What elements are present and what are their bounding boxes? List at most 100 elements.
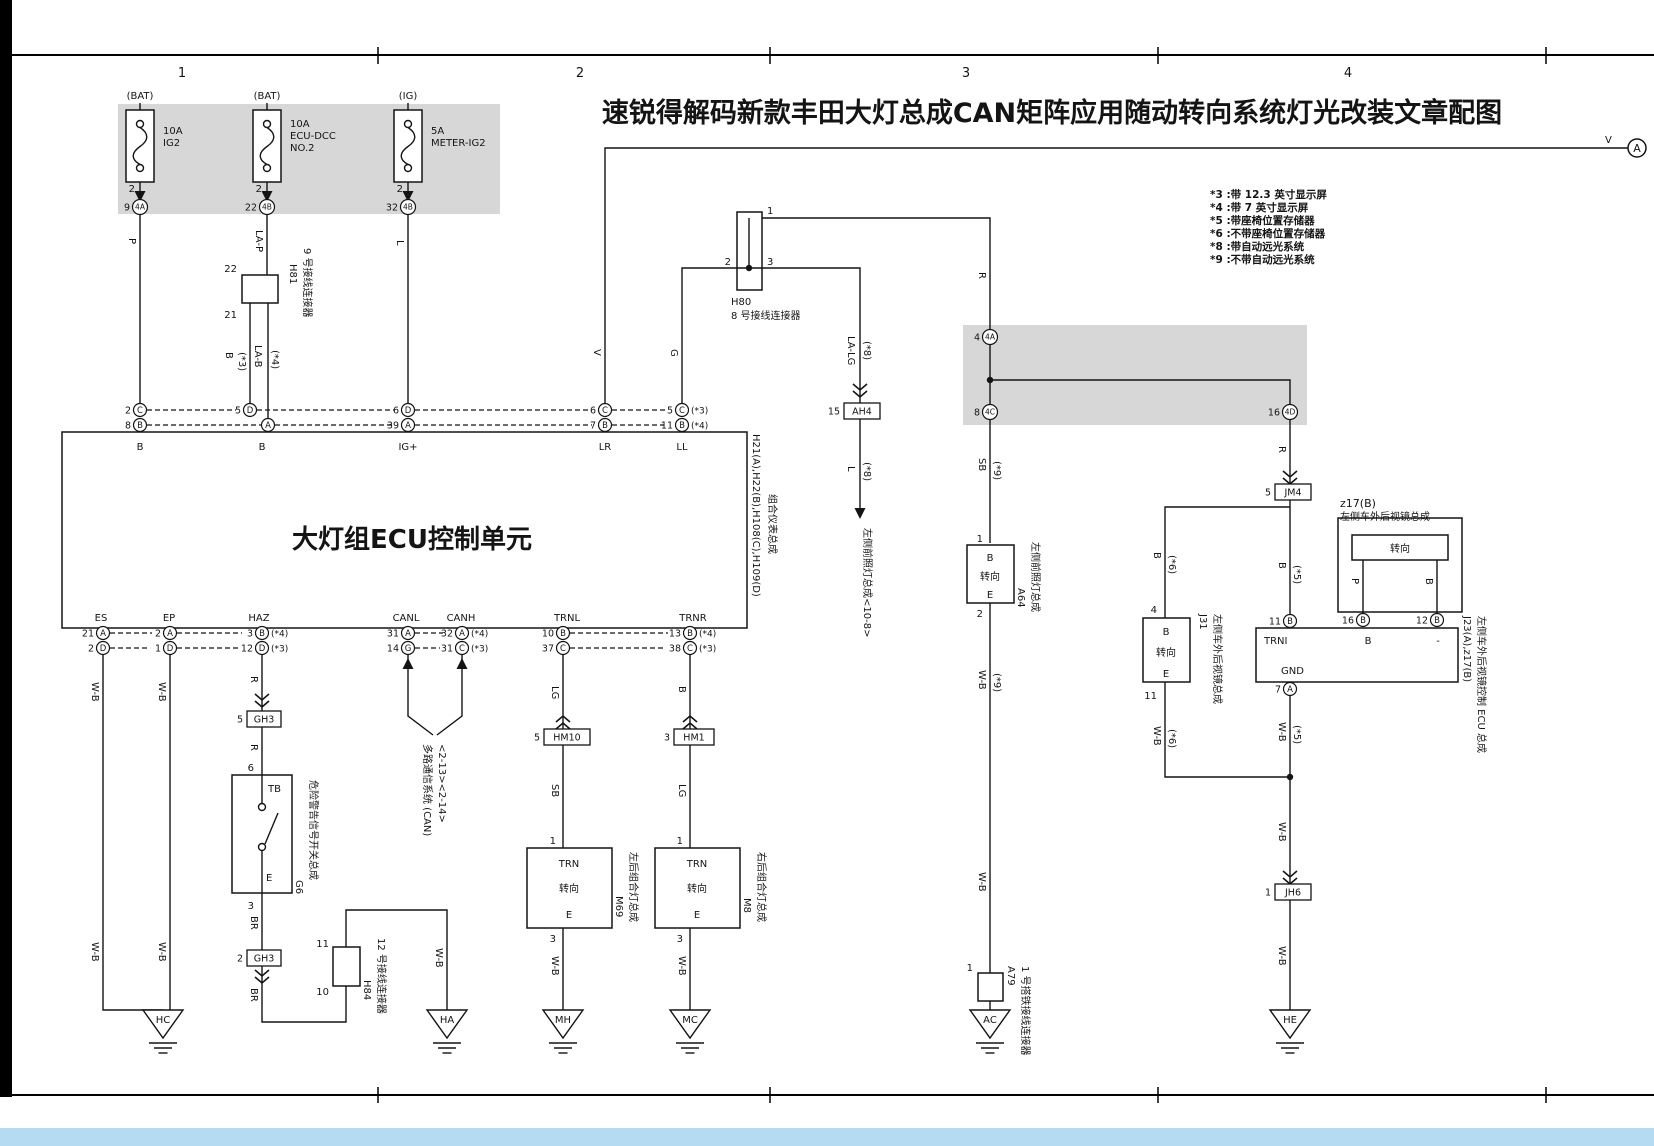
a64-pin-2: 2	[977, 609, 983, 620]
generated-labels: (BAT)(BAT)(IG)10AIG210AECU-DCCNO.25AMETE…	[82, 91, 1488, 1056]
svg-text:A: A	[405, 629, 411, 639]
m8-e: E	[694, 910, 700, 921]
ground-HC: HC	[141, 1009, 185, 1054]
corner-ref-letter: A	[1633, 142, 1641, 155]
pin-12-B: B12	[1416, 612, 1445, 628]
svg-text:C: C	[687, 644, 693, 654]
cluster-codes: H21(A),H22(B),H108(C),H109(D)	[750, 434, 761, 597]
tb-pin-3: 3	[248, 901, 254, 912]
wire-la-p: LA-P	[253, 230, 264, 252]
pin-31-C: C31(*3)	[441, 640, 488, 656]
note-line-5: *8 :带自动远光系统	[1210, 240, 1305, 253]
wire-wb-ep2: W-B	[156, 942, 167, 962]
z17-name: 左侧车外后视镜总成	[1340, 510, 1430, 523]
chevron-down-ah4	[852, 383, 868, 399]
svg-text:14: 14	[387, 644, 399, 655]
svg-text:32: 32	[441, 629, 453, 640]
pin-38-C: C38(*3)	[669, 640, 716, 656]
svg-text:2: 2	[155, 629, 161, 640]
z17-wire-b: B	[1423, 578, 1434, 585]
wire-l1: L	[394, 240, 405, 246]
wire-wb-ha: W-B	[433, 948, 444, 968]
m8-trn: TRN	[686, 859, 708, 870]
h80-pin-3: 3	[767, 257, 773, 268]
j23-trni: TRNI	[1263, 636, 1288, 647]
j31-name: 左侧车外后视镜总成	[1211, 614, 1224, 704]
h80-pin-2: 2	[725, 257, 731, 268]
svg-text:MC: MC	[682, 1015, 698, 1026]
arrow-down-fuse1	[134, 191, 146, 202]
pin-10-B: B10	[542, 625, 571, 641]
m8-pin-3: 3	[677, 934, 683, 945]
ruler-col-4: 4	[1344, 66, 1352, 81]
svg-text:A: A	[167, 629, 173, 639]
chevron-up-hm1	[682, 714, 698, 730]
svg-text:B: B	[1287, 617, 1293, 627]
wire-wb-a64: W-B	[976, 670, 987, 690]
wire-b3: B	[223, 352, 234, 359]
m69-name: 左后组合灯总成	[627, 852, 640, 922]
m69-code: M69	[613, 896, 624, 917]
arrow-up-canl	[402, 658, 414, 669]
wire-wb6: W-B	[1151, 726, 1162, 746]
a64-b: B	[987, 553, 994, 564]
j31-box	[1142, 617, 1191, 683]
svg-text:C: C	[459, 644, 465, 654]
connector-dashes	[110, 409, 668, 649]
svg-text:22: 22	[245, 203, 257, 214]
svg-text:4: 4	[974, 333, 980, 344]
pin-6-C: C6	[590, 402, 613, 418]
svg-text:10: 10	[542, 629, 554, 640]
svg-text:5: 5	[1265, 488, 1271, 499]
wire-b5: B	[1276, 562, 1287, 569]
h81-box	[241, 274, 279, 304]
m69-trn: TRN	[558, 859, 580, 870]
svg-text:4D: 4D	[1285, 408, 1296, 417]
fuse2-source: (BAT)	[254, 91, 281, 102]
svg-text:AC: AC	[983, 1015, 997, 1026]
wire-wb-es1: W-B	[89, 682, 100, 702]
fuse3-source: (IG)	[399, 91, 418, 102]
ecu-bot-ep: EP	[163, 613, 175, 624]
svg-text:(*3): (*3)	[271, 645, 288, 655]
svg-text:GH3: GH3	[254, 954, 275, 965]
svg-text:A: A	[1287, 685, 1293, 695]
ecu-top-lr: LR	[599, 442, 612, 453]
a64-pin-1: 1	[977, 534, 983, 545]
svg-text:D: D	[247, 406, 254, 416]
svg-text:D: D	[405, 406, 412, 416]
pin-37-C: C37	[542, 640, 571, 656]
svg-text:4A: 4A	[985, 333, 996, 342]
pin-8-B: B8	[125, 417, 148, 433]
svg-text:31: 31	[387, 629, 399, 640]
svg-text:HE: HE	[1283, 1015, 1297, 1026]
svg-text:7: 7	[590, 421, 596, 432]
pin-A: A	[260, 417, 276, 433]
wire-wb6-note: (*6)	[1166, 729, 1177, 748]
pin-5-C: C5(*3)	[667, 402, 708, 418]
svg-text:D: D	[100, 644, 107, 654]
ecu-title: 大灯组ECU控制单元	[292, 524, 532, 555]
ruler-col-2: 2	[576, 66, 584, 81]
note-line-6: *9 :不带自动远光系统	[1210, 253, 1315, 266]
m69-pin-1: 1	[550, 836, 556, 847]
pin-16-B: B16	[1342, 612, 1371, 628]
pin-7-B: B7	[590, 417, 613, 433]
page-title: 速锐得解码新款丰田大灯总成CAN矩阵应用随动转向系统灯光改装文章配图	[602, 97, 1502, 129]
z17-code: z17(B)	[1340, 497, 1376, 510]
svg-text:(*4): (*4)	[691, 422, 708, 432]
m8-turn: 转向	[687, 882, 707, 895]
left-black-bar	[0, 0, 12, 1097]
wire-sb: SB	[976, 458, 987, 471]
connector-panel	[963, 325, 1307, 425]
wire-wb-mc: W-B	[676, 956, 687, 976]
fuse2-name2: NO.2	[290, 143, 315, 154]
a64-code: A64	[1015, 588, 1026, 608]
svg-text:(*4): (*4)	[271, 630, 288, 640]
svg-text:C: C	[679, 406, 685, 416]
ground-HA: HA	[425, 1009, 469, 1054]
